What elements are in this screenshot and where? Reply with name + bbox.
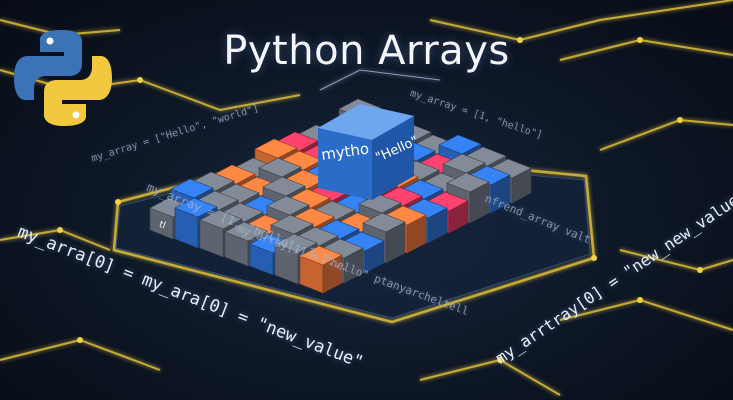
page-title: Python Arrays bbox=[223, 28, 510, 74]
array-cube bbox=[299, 245, 343, 294]
cube-label: tl bbox=[158, 220, 167, 231]
python-logo-icon bbox=[14, 30, 112, 126]
array-cube bbox=[199, 209, 243, 258]
highlight-block: mytho "Hello" bbox=[318, 104, 421, 200]
